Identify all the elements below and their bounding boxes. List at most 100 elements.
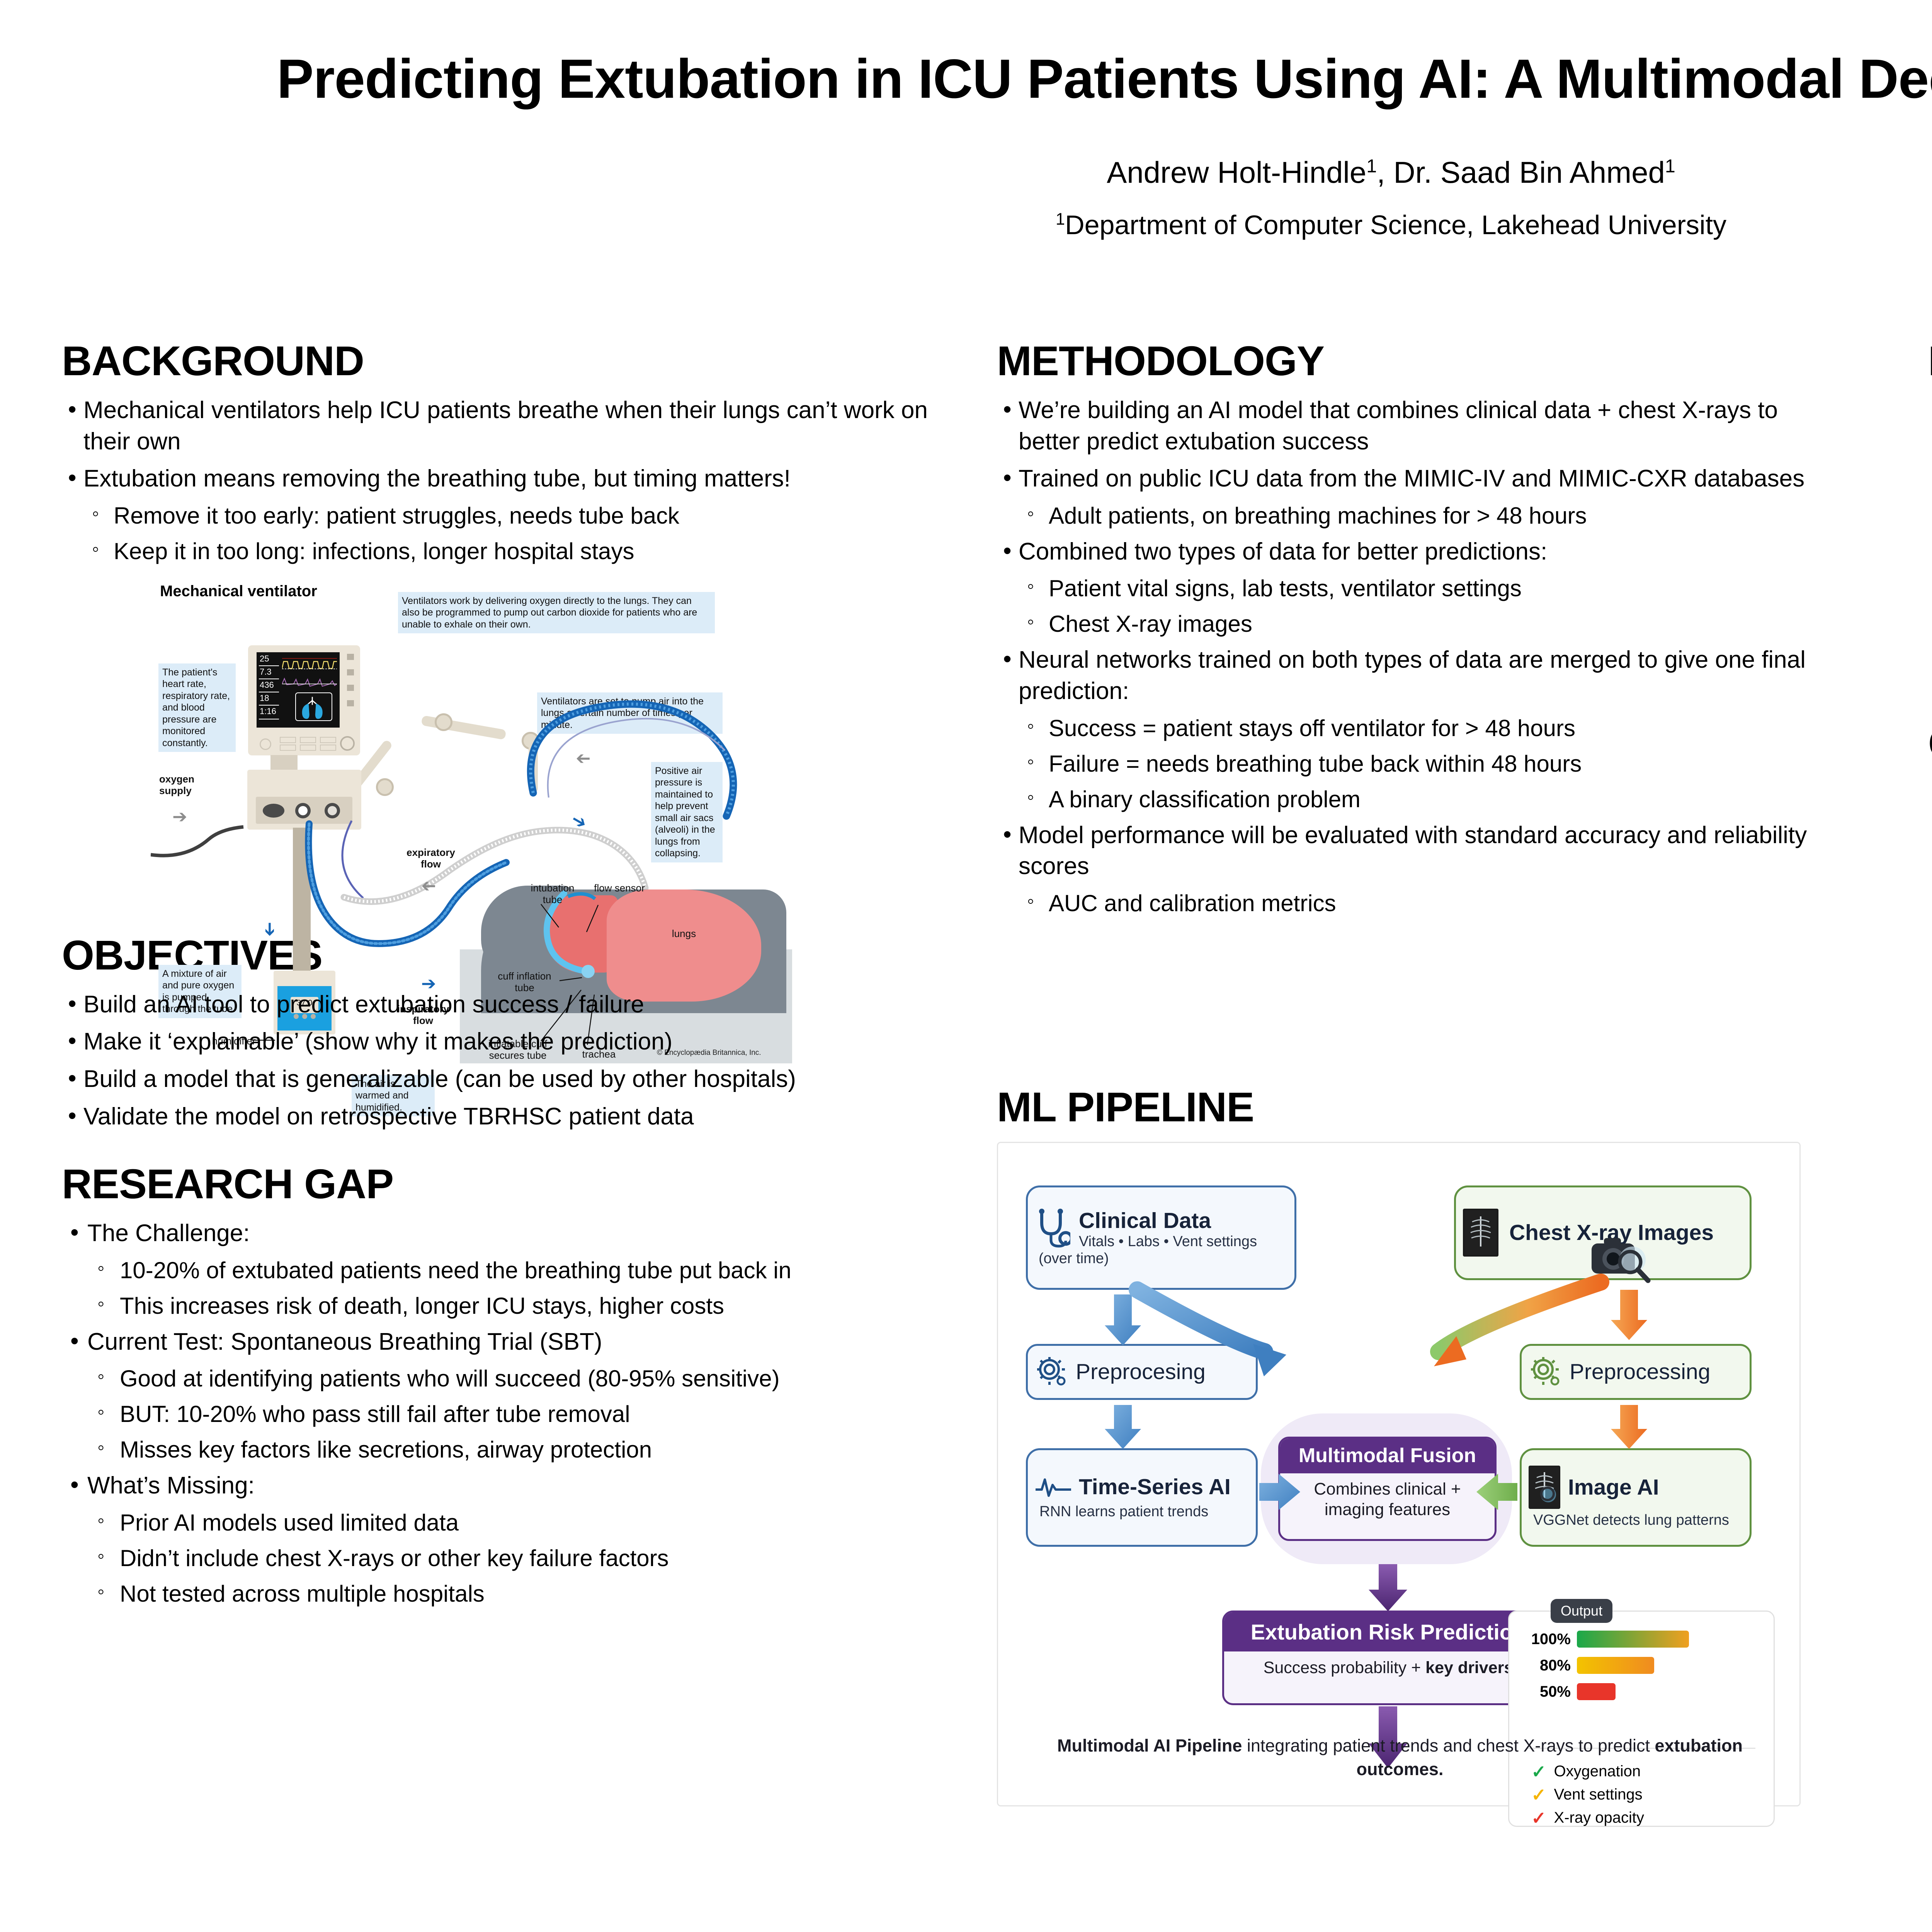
driver-label: Oxygenation [1554,1763,1641,1780]
list-item: The Challenge: [62,1217,951,1249]
list-item: Extubation means removing the breathing … [62,463,951,495]
pipeline-node-xray-images: Chest X-ray Images [1454,1185,1752,1280]
ventilator-figure-title: Mechanical ventilator [160,582,317,600]
ventilator-hoses [305,820,510,947]
list-item: Mechanical ventilators help ICU patients… [62,394,951,457]
pipeline-timeseries-subtitle: RNN learns patient trends [1039,1503,1209,1520]
section-heading-methodology: METHODOLOGY [997,337,1325,384]
legend-row: 50% [1520,1683,1616,1701]
list-item: Key reasons why (explainable AI): “low o… [1928,962,1932,1022]
list-item: Prior AI models used limited data [62,1508,951,1538]
monitor-value-2: 7.3 [260,667,272,677]
pipeline-node-image-ai: Image AI VGGNet detects lung patterns [1520,1448,1752,1547]
list-item: Success probability (eg: 92% chance pati… [1928,927,1932,957]
monitor-screen: 25 7.3 436 18 1:16 [257,652,340,728]
risk-subtitle-plain: Success probability + [1263,1658,1426,1677]
check-icon: ✓ [1531,1761,1546,1782]
monitor-value-3: 436 [260,680,274,690]
xray-thumbnail-icon [1529,1466,1560,1509]
pipeline-node-clinical-data: Clinical Data Vitals • Labs • Vent setti… [1026,1185,1296,1290]
list-item: Make it ‘explainable’ (show why it makes… [62,1026,951,1058]
list-item: This tool could help prevent failed extu… [1928,1065,1932,1126]
waveform-icon [1036,1478,1071,1497]
legend-bar-50 [1577,1683,1616,1701]
clinical-application-list: Goal: help ICU teams decide when it’s sa… [1928,777,1932,1126]
pipeline-clinical-data-subtitle2: (over time) [1039,1250,1109,1267]
list-item: Combined two types of data for better pr… [997,536,1816,568]
driver-label: X-ray opacity [1554,1809,1644,1827]
gear-icon [1037,1357,1066,1386]
methodology-list: We’re building an AI model that combines… [997,394,1816,918]
list-item: Misses key factors like secretions, airw… [62,1435,951,1465]
patient-lungs-shape [607,889,761,1002]
ventilation-waveform-icon [282,658,337,669]
list-item: A binary classification problem [997,784,1816,815]
list-item: Patient vital signs, lab tests, ventilat… [997,573,1816,604]
list-item: Impact: [1928,1028,1932,1059]
section-heading-research-gap: RESEARCH GAP [62,1160,394,1208]
stethoscope-icon [1039,1208,1070,1248]
label-oxygen-supply: oxygen supply [159,773,195,796]
caption-bold-1: Multimodal AI Pipeline [1057,1735,1242,1755]
callout-positive-pressure: Positive air pressure is maintained to h… [651,762,723,862]
list-item: Validate the model on retrospective TBRH… [62,1100,951,1133]
monitor-value-5: 1:16 [260,706,276,716]
pipeline-node-preprocessing-clinical: Preprocesing [1026,1344,1258,1400]
caption-plain-1: integrating patient trends and chest X-r… [1242,1735,1655,1755]
camera-magnifier-icon [1592,1238,1651,1283]
affiliation-marker: 1 [1055,210,1065,229]
legend-percent: 100% [1531,1630,1571,1648]
check-icon: ✓ [1531,1784,1546,1805]
pipeline-caption: Multimodal AI Pipeline integrating patie… [1021,1734,1779,1781]
gear-icon [1531,1357,1560,1386]
pipeline-fusion-title: Multimodal Fusion [1280,1438,1495,1473]
label-intubation-tube: intubation tube [531,882,575,905]
list-item: Failure = needs breathing tube back with… [997,749,1816,779]
expected-outcomes-list: A reliable AI model that outperforms cur… [1928,395,1932,644]
list-item: Target: 85%+ accuracy [1928,432,1932,463]
research-gap-list: The Challenge: 10-20% of extubated patie… [62,1217,951,1609]
author-affil-marker-2: 1 [1665,156,1675,177]
label-flow-sensor: flow sensor [594,882,645,894]
affiliation-text: Department of Computer Science, Lakehead… [1065,210,1727,240]
list-item: What’s Missing: [62,1469,951,1502]
legend-bar-100 [1577,1631,1689,1648]
list-item: BUT: 10-20% who pass still fail after tu… [62,1399,951,1429]
affiliation-line: 1Department of Computer Science, Lakehea… [0,209,1932,241]
author-affil-marker-1: 1 [1366,156,1377,177]
ml-pipeline-figure: Clinical Data Vitals • Labs • Vent setti… [997,1141,1801,1828]
list-item: Chest X-rays + clinical data beats eithe… [1928,541,1932,571]
list-item: Neural networks trained on both types of… [997,644,1816,707]
list-item: Success = patient stays off ventilator f… [997,713,1816,743]
list-item: Good at identifying patients who will su… [62,1364,951,1394]
output-legend-panel [1508,1610,1775,1827]
pipeline-node-risk-prediction: Extubation Risk Prediction Success proba… [1222,1610,1554,1705]
list-item: Not tested across multiple hospitals [62,1579,951,1609]
list-item: Didn’t include chest X-rays or other key… [62,1543,951,1573]
list-item: Gives instant output: [1928,889,1932,921]
legend-row: 80% [1520,1657,1654,1674]
pressure-waveform-icon [282,677,337,687]
author-names-first: Andrew Holt-Hindle [1107,155,1367,189]
column-right: EXPECTED OUTCOMES A reliable AI model th… [1928,340,1932,1577]
mechanical-ventilator-figure: Mechanical ventilator Ventilators work b… [151,580,792,1117]
callout-patient-monitoring: The patient's heart rate, respiratory ra… [158,663,236,752]
pipeline-preprocessing-left-label: Preprocesing [1076,1359,1206,1384]
list-item: Remove it too early: patient struggles, … [62,501,951,531]
pipeline-node-multimodal-fusion: Multimodal Fusion Combines clinical + im… [1278,1436,1497,1541]
ventilator-port-panel [256,796,352,824]
driver-row: ✓ X-ray opacity [1531,1808,1644,1828]
pipeline-preprocessing-right-label: Preprocessing [1570,1359,1711,1384]
output-tag: Output [1551,1599,1613,1623]
pipeline-timeseries-title: Time-Series AI [1079,1475,1231,1500]
list-item: Current Test: Spontaneous Breathing Tria… [62,1326,951,1358]
caption-bold-2: extubation outcomes. [1356,1735,1743,1779]
poster-header: Predicting Extubation in ICU Patients Us… [0,0,1932,309]
list-item: Model performance will be evaluated with… [997,819,1816,882]
list-item: Build a simple app or dashboard for ICU … [1928,815,1932,846]
pipeline-node-preprocessing-image: Preprocessing [1520,1344,1752,1400]
list-item: Trained on public ICU data from the MIMI… [997,463,1816,495]
monitor-value-4: 18 [260,693,269,703]
list-item: AUC and calibration metrics [997,888,1816,918]
pipeline-risk-title: Extubation Risk Prediction [1224,1612,1553,1651]
